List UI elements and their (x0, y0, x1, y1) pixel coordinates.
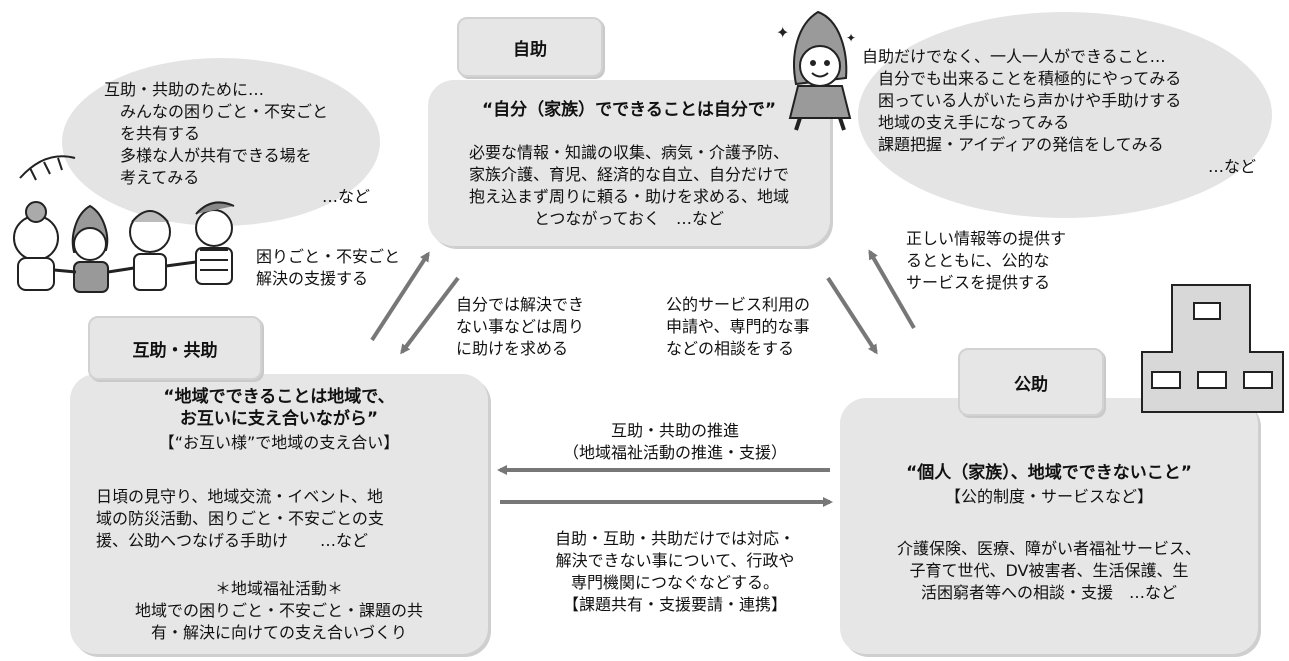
speech-bubble-left (62, 58, 380, 226)
mutual-help-activity-body: 地域での困りごと・不安ごと・課題の共 有・解決に向けての支え合いづくり (134, 601, 423, 642)
mutual-help-title: “地域でできることは地域で、 お互いに支え合いながら” (163, 387, 395, 429)
arrow-mutual-to-self (370, 251, 430, 342)
arrow-label-mutual-to-self: 困りごと・不安ごと 解決の支援する (256, 247, 401, 288)
arrow-label-public-to-mutual: 互助・共助の推進 （地域福祉活動の推進・支援） (562, 421, 787, 462)
mascot-character-icon: ✦ ✦ (776, 10, 856, 131)
mutual-help-panel (70, 374, 488, 654)
bubble-left-tail: …など (322, 187, 371, 206)
self-help-panel (428, 80, 830, 246)
public-help-title: “個人（家族）、地域でできないこと” (906, 463, 1192, 483)
building-icon (1141, 284, 1284, 413)
speech-bubble-right (858, 12, 1272, 218)
bubble-left-text: 互助・共助のために… みんなの困りごと・不安ごと を共有する 多様な人が共有でき… (104, 80, 329, 187)
arrow-label-self-to-public: 公的サービス利用の 申請や、専門的な事 などの相談をする (666, 295, 811, 358)
arrow-public-to-self (868, 249, 916, 330)
arrow-label-self-to-mutual: 自分では解決でき ない事などは周り に助けを求める (456, 295, 585, 358)
public-help-body: 介護保険、医療、障がい者福祉サービス、 子育て世代、DV被害者、生活保護、生 活… (896, 539, 1201, 602)
bubble-right-text: 自助だけでなく、一人一人ができること… 自分でも出来ることを積極的にやってみる … (862, 47, 1182, 154)
arrow-self-to-mutual (400, 276, 460, 355)
public-help-subtitle: 【公的制度・サービスなど】 (944, 487, 1153, 506)
mutual-help-subtitle: 【“お互い様”で地域の支え合い】 (158, 433, 400, 452)
mutual-help-tab: 互助・共助 (88, 316, 262, 380)
public-help-tab: 公助 (958, 348, 1104, 416)
mutual-help-activity-heading: ＊地域福祉活動＊ (214, 579, 343, 598)
svg-text:✦: ✦ (776, 23, 789, 42)
self-help-body: 必要な情報・知識の収集、病気・介護予防、 家族介護、育児、経済的な自立、自分だけ… (468, 143, 789, 228)
svg-text:✦: ✦ (846, 31, 856, 45)
arrow-label-public-to-self: 正しい情報等の提供す るとともに、公的な サービスを提供する (906, 229, 1067, 292)
arrow-self-to-public (826, 276, 878, 355)
bubble-right-tail: …など (1208, 157, 1257, 176)
self-help-title: “自分（家族）でできることは自分で” (481, 100, 776, 120)
public-help-panel (840, 398, 1258, 654)
self-help-tab: 自助 (457, 17, 603, 77)
arrow-label-mutual-to-public: 自助・互助・共助だけでは対応・ 解決できない事について、行政や 専門機関につなぐ… (554, 529, 795, 614)
children-characters-icon (13, 155, 235, 293)
mutual-help-body: 日頃の見守り、地域交流・イベント、地 域の防災活動、困りごと・不安ごとの支 援、… (96, 487, 384, 550)
